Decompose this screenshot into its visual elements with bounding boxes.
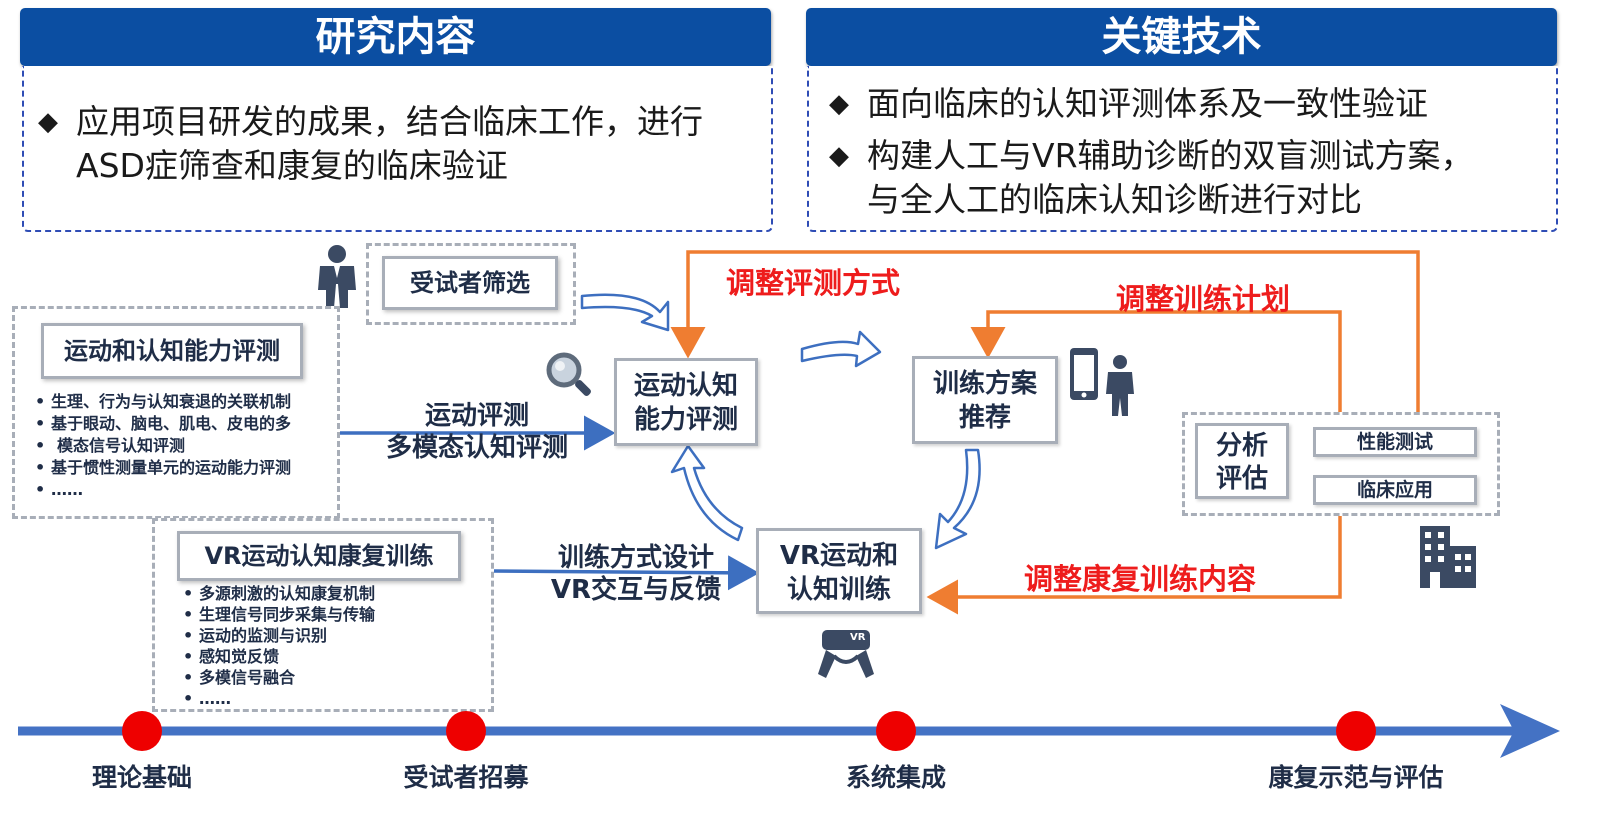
- list-item: 基于惯性测量单元的运动能力评测: [29, 457, 291, 479]
- clinical-application-box: 临床应用: [1313, 475, 1477, 505]
- research-bullet-line2: ASD症筛查和康复的临床验证: [76, 146, 508, 185]
- list-item: ……: [177, 688, 375, 709]
- phone-person-icon: [1070, 348, 1134, 416]
- timeline-label-integration: 系统集成: [845, 763, 946, 792]
- performance-test-box: 性能测试: [1313, 427, 1477, 457]
- timeline-dot-demo: [1336, 711, 1376, 751]
- list-item: 感知觉反馈: [177, 646, 375, 667]
- timeline-dot-recruit: [446, 711, 486, 751]
- subject-screening-box: 受试者筛选: [382, 256, 558, 310]
- timeline-dot-integration: [876, 711, 916, 751]
- list-item: 模态信号认知评测: [29, 435, 291, 457]
- assess-arrow-label-line1: 运动评测: [424, 401, 529, 431]
- assessment-node: 运动认知 能力评测: [614, 358, 758, 446]
- vr-node-line1: VR运动和: [779, 541, 899, 571]
- timeline-dot-theory: [122, 711, 162, 751]
- train-arrow-label-line2: VR交互与反馈: [550, 575, 722, 605]
- research-bullet-line1: 应用项目研发的成果，结合临床工作，进行: [76, 102, 703, 141]
- list-item: 运动的监测与识别: [177, 625, 375, 646]
- adjust-rehab-loop: [926, 516, 1342, 615]
- training-recommend-line1: 训练方案: [932, 369, 1037, 399]
- adjust-assess-loop: [670, 250, 1420, 418]
- list-item: 生理、行为与认知衰退的关联机制: [29, 391, 291, 413]
- assess-arrow-label-line2: 多模态认知评测: [385, 433, 568, 463]
- vr-panel-title: VR运动认知康复训练: [177, 531, 461, 581]
- vr-badge: VR: [850, 632, 866, 643]
- research-content-box: ◆ 应用项目研发的成果，结合临床工作，进行 ASD症筛查和康复的临床验证: [22, 66, 773, 232]
- analysis-line2: 评估: [1215, 464, 1268, 494]
- assessment-to-training-arrow: [800, 330, 882, 368]
- list-item: 基于眼动、脑电、肌电、皮电的多: [29, 413, 291, 435]
- research-header: 研究内容: [20, 8, 771, 66]
- tech-bullet-1-text: 面向临床的认知评测体系及一致性验证: [867, 84, 1428, 123]
- magnifier-icon: [546, 352, 591, 396]
- assessment-panel: 运动和认知能力评测 生理、行为与认知衰退的关联机制 基于眼动、脑电、肌电、皮电的…: [12, 306, 340, 519]
- train-arrow-label: 训练方式设计 VR交互与反馈: [526, 542, 746, 606]
- analysis-group: 分析 评估 性能测试 临床应用: [1182, 412, 1500, 516]
- timeline-label-theory: 理论基础: [91, 763, 192, 792]
- analysis-node: 分析 评估: [1195, 423, 1289, 499]
- analysis-line1: 分析: [1215, 431, 1268, 461]
- vr-node-line2: 认知训练: [786, 575, 891, 605]
- vr-items: 多源刺激的认知康复机制 生理信号同步采集与传输 运动的监测与识别 感知觉反馈 多…: [177, 583, 375, 709]
- training-recommend-node: 训练方案 推荐: [912, 356, 1058, 444]
- train-arrow: [492, 555, 760, 591]
- tech-bullet-1: ◆ 面向临床的认知评测体系及一致性验证: [829, 82, 1474, 126]
- building-icon: [1420, 526, 1476, 588]
- assessment-node-line2: 能力评测: [633, 405, 738, 435]
- training-to-vr-arrow: [934, 448, 981, 550]
- screening-to-assessment-arrow: [580, 293, 670, 332]
- assessment-node-line1: 运动认知: [633, 371, 738, 401]
- research-bullet: ◆ 应用项目研发的成果，结合临床工作，进行: [38, 100, 703, 144]
- list-item: ……: [29, 479, 291, 501]
- vr-panel: VR运动认知康复训练 多源刺激的认知康复机制 生理信号同步采集与传输 运动的监测…: [152, 518, 494, 712]
- adjust-rehab-content-label: 调整康复训练内容: [1024, 562, 1257, 596]
- tech-bullet-2: ◆ 构建人工与VR辅助诊断的双盲测试方案，: [829, 134, 1474, 178]
- list-item: 多源刺激的认知康复机制: [177, 583, 375, 604]
- timeline-label-demo: 康复示范与评估: [1268, 763, 1444, 792]
- assess-arrow-label: 运动评测 多模态认知评测: [362, 400, 592, 464]
- timeline-arrowhead: [1500, 704, 1560, 758]
- adjust-training-loop: [970, 310, 1342, 418]
- assessment-panel-title: 运动和认知能力评测: [41, 323, 303, 379]
- diamond-bullet-icon: ◆: [38, 107, 58, 137]
- adjust-training-plan-label: 调整训练计划: [1116, 282, 1291, 316]
- assessment-items: 生理、行为与认知衰退的关联机制 基于眼动、脑电、肌电、皮电的多 模态信号认知评测…: [29, 391, 291, 501]
- person-icon: [318, 245, 356, 308]
- tech-header: 关键技术: [806, 8, 1557, 66]
- vr-to-assessment-arrow: [670, 444, 744, 542]
- training-recommend-line2: 推荐: [958, 403, 1011, 433]
- list-item: 多模信号融合: [177, 667, 375, 688]
- train-arrow-label-line1: 训练方式设计: [557, 543, 714, 573]
- diamond-bullet-icon: ◆: [829, 141, 849, 171]
- vr-headset-icon: VR: [816, 626, 876, 682]
- adjust-assess-mode-label: 调整评测方式: [726, 266, 901, 300]
- list-item: 生理信号同步采集与传输: [177, 604, 375, 625]
- tech-content-box: ◆面向临床的认知评测体系及一致性验证 ◆构建人工与VR辅助诊断的双盲测试方案， …: [807, 66, 1558, 232]
- tech-bullet-2-line2: 与全人工的临床认知诊断进行对比: [867, 180, 1362, 219]
- diamond-bullet-icon: ◆: [829, 89, 849, 119]
- vr-training-node: VR运动和 认知训练: [756, 528, 922, 614]
- tech-bullet-2-line1: 构建人工与VR辅助诊断的双盲测试方案，: [867, 136, 1474, 175]
- timeline-label-recruit: 受试者招募: [403, 763, 529, 792]
